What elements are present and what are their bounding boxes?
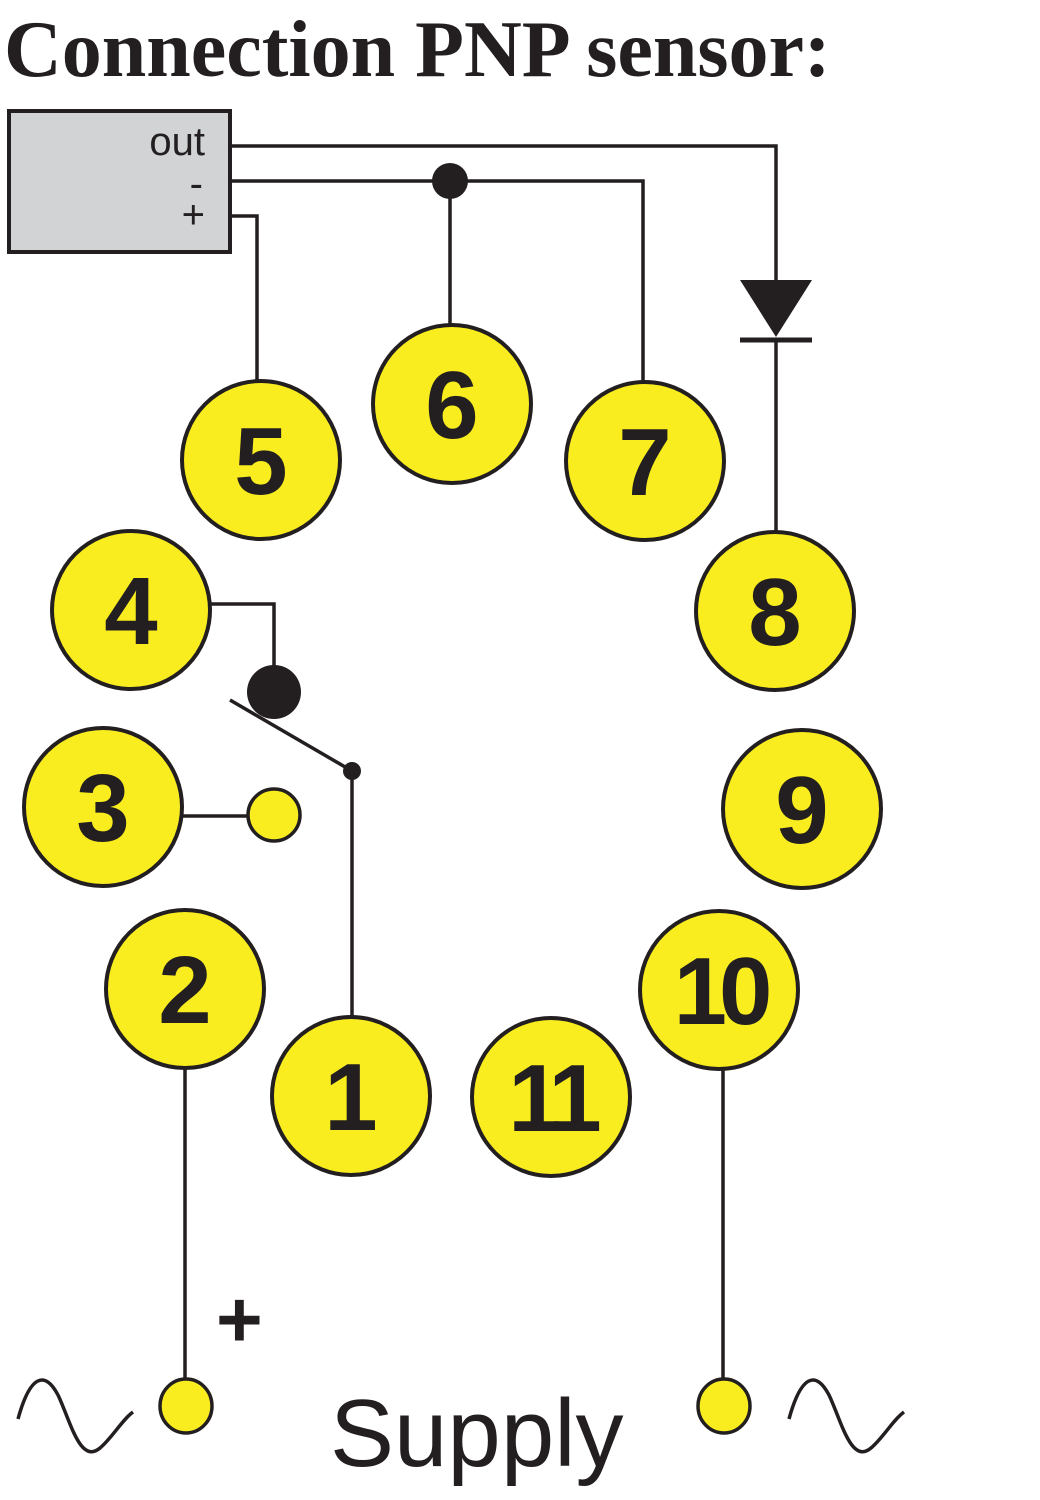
pin-8: 8 — [694, 530, 856, 692]
wire-out-to-diode — [230, 144, 778, 282]
pin-9: 9 — [721, 728, 883, 890]
wire-minus-to-pin7 — [230, 179, 645, 382]
pin-number: 1 — [324, 1044, 377, 1151]
pin-1: 1 — [270, 1015, 432, 1177]
pin-number: 4 — [104, 558, 157, 665]
pin-circle — [470, 1016, 632, 1178]
diode-icon — [740, 280, 812, 343]
pin-number: 11 — [508, 1045, 599, 1152]
wire-pin4-to-contact — [211, 602, 276, 670]
pin-4: 4 — [50, 529, 212, 691]
switch-nc-contact — [246, 787, 302, 843]
pin-circle — [564, 380, 726, 542]
pin-circle — [721, 728, 883, 890]
pin-5: 5 — [180, 379, 342, 541]
wire-plus-to-pin5 — [230, 214, 259, 381]
pin-2: 2 — [104, 908, 266, 1070]
pin-6: 6 — [371, 323, 533, 485]
supply-terminal-right — [696, 1377, 752, 1435]
ac-sine-icon-left — [16, 1378, 135, 1454]
sensor-box: out - + — [7, 109, 232, 254]
pin-circle — [22, 726, 184, 888]
supply-label: Supply — [330, 1380, 624, 1487]
switch-contact-dot — [247, 665, 301, 719]
pin-circle — [50, 529, 212, 691]
sensor-plus-label: + — [182, 193, 205, 237]
sensor-minus-label: - — [190, 162, 203, 206]
pin-number: 3 — [76, 755, 129, 862]
supply-terminal-left — [158, 1377, 214, 1435]
pin-number: 8 — [748, 559, 801, 666]
pin-number: 10 — [674, 938, 769, 1045]
pin-10: 10 — [638, 909, 800, 1071]
pin-circle — [638, 909, 800, 1071]
pin-number: 6 — [425, 352, 478, 459]
pin-11: 11 — [470, 1016, 632, 1178]
pin-number: 7 — [618, 409, 671, 516]
pin-circle — [180, 379, 342, 541]
supply-plus-label: + — [216, 1275, 263, 1364]
socket-pins: 1 23 45 6 78 910 11 — [22, 323, 883, 1178]
pin-number: 5 — [234, 408, 287, 515]
pin-circle — [371, 323, 533, 485]
junction-dot — [432, 163, 468, 199]
pin-7: 7 — [564, 380, 726, 542]
pin-number: 9 — [775, 757, 828, 864]
pin-circle — [270, 1015, 432, 1177]
pin-3: 3 — [22, 726, 184, 888]
switch-blade — [229, 698, 353, 773]
pin-number: 2 — [158, 937, 211, 1044]
pin-circle — [694, 530, 856, 692]
pin-circle — [104, 908, 266, 1070]
ac-sine-icon-right — [787, 1378, 906, 1454]
diagram-title: Connection PNP sensor: — [4, 6, 831, 94]
sensor-out-label: out — [149, 120, 205, 164]
